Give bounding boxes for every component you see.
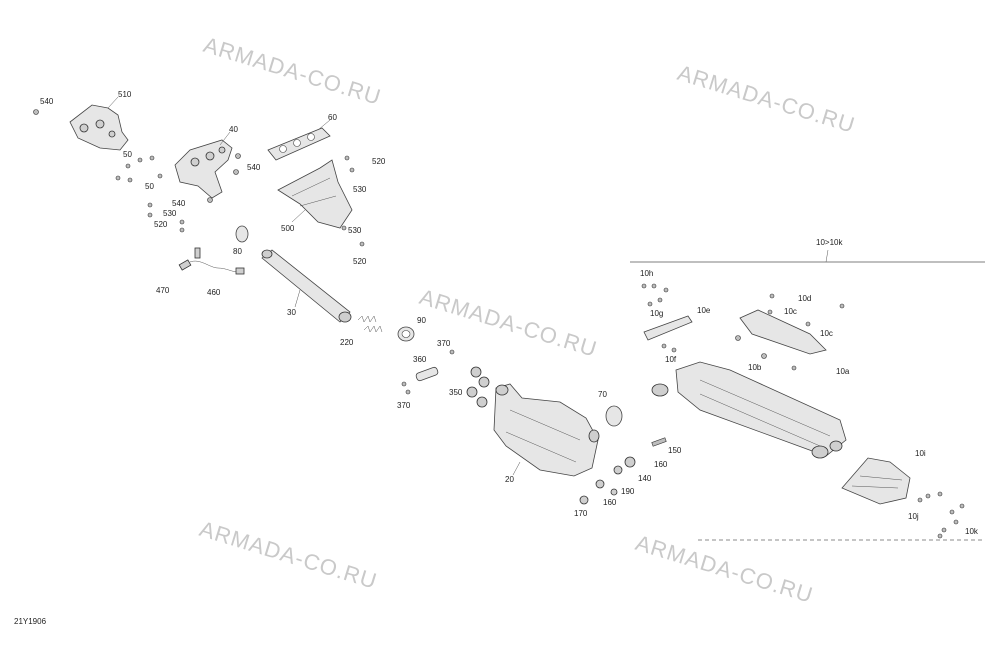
label-510: 510 [118, 90, 132, 99]
label-20: 20 [505, 475, 514, 484]
part-360-bracket[interactable] [415, 366, 439, 382]
label-370: 370 [397, 401, 411, 410]
part-460-oxygen-sensor[interactable] [178, 247, 245, 275]
part-510-manifold[interactable] [69, 104, 129, 151]
label-520: 520 [353, 257, 367, 266]
label-530: 530 [163, 209, 177, 218]
part-350-rubber-mounts[interactable] [466, 366, 490, 408]
label-160: 160 [654, 460, 668, 469]
label-10h: 10h [640, 269, 653, 278]
figure-reference: 21Y1906 [14, 617, 47, 626]
label-10j: 10j [908, 512, 919, 521]
label-10e: 10e [697, 306, 711, 315]
part-30-exhaust-pipe[interactable] [261, 249, 352, 323]
label-10f: 10f [665, 355, 677, 364]
label-540: 540 [172, 199, 186, 208]
part-220-springs[interactable] [357, 315, 383, 333]
label-520: 520 [154, 220, 168, 229]
hardware-group-10 [641, 283, 965, 539]
hardware-370 [401, 349, 455, 395]
part-10i-tail-tip[interactable] [841, 457, 911, 505]
hardware-cluster-top-left [33, 109, 365, 247]
part-10a-cover[interactable] [739, 309, 827, 355]
part-10-silencer[interactable] [651, 361, 847, 459]
label-220: 220 [340, 338, 354, 347]
label-50: 50 [145, 182, 154, 191]
part-10e-bracket[interactable] [643, 315, 693, 341]
label-160: 160 [603, 498, 617, 507]
part-500-heat-shield[interactable] [277, 159, 353, 229]
hardware-140-190 [579, 437, 667, 505]
part-90-gasket[interactable] [397, 326, 415, 342]
label-30: 30 [287, 308, 296, 317]
label-10b: 10b [748, 363, 762, 372]
part-70-clamp[interactable] [605, 405, 623, 427]
label-10g: 10g [650, 309, 663, 318]
label-190: 190 [621, 487, 635, 496]
label-540: 540 [247, 163, 261, 172]
label-530: 530 [348, 226, 362, 235]
label-350: 350 [449, 388, 463, 397]
label-10-range: 10>10k [816, 238, 843, 247]
label-80: 80 [233, 247, 242, 256]
label-10d: 10d [798, 294, 811, 303]
label-460: 460 [207, 288, 221, 297]
label-370: 370 [437, 339, 451, 348]
label-10c: 10c [820, 329, 833, 338]
label-150: 150 [668, 446, 682, 455]
label-470: 470 [156, 286, 170, 295]
label-90: 90 [417, 316, 426, 325]
label-70: 70 [598, 390, 607, 399]
label-530: 530 [353, 185, 367, 194]
label-10c: 10c [784, 307, 797, 316]
label-50: 50 [123, 150, 132, 159]
label-540: 540 [40, 97, 54, 106]
part-60-gasket[interactable] [267, 127, 331, 161]
label-500: 500 [281, 224, 295, 233]
label-520: 520 [372, 157, 386, 166]
label-10k: 10k [965, 527, 979, 536]
part-40-manifold[interactable] [174, 139, 233, 199]
label-140: 140 [638, 474, 652, 483]
label-60: 60 [328, 113, 337, 122]
label-10a: 10a [836, 367, 850, 376]
label-170: 170 [574, 509, 588, 518]
part-80-sensor[interactable] [235, 225, 249, 243]
part-20-muffler[interactable] [493, 383, 600, 477]
label-40: 40 [229, 125, 238, 134]
label-10i: 10i [915, 449, 926, 458]
label-360: 360 [413, 355, 427, 364]
